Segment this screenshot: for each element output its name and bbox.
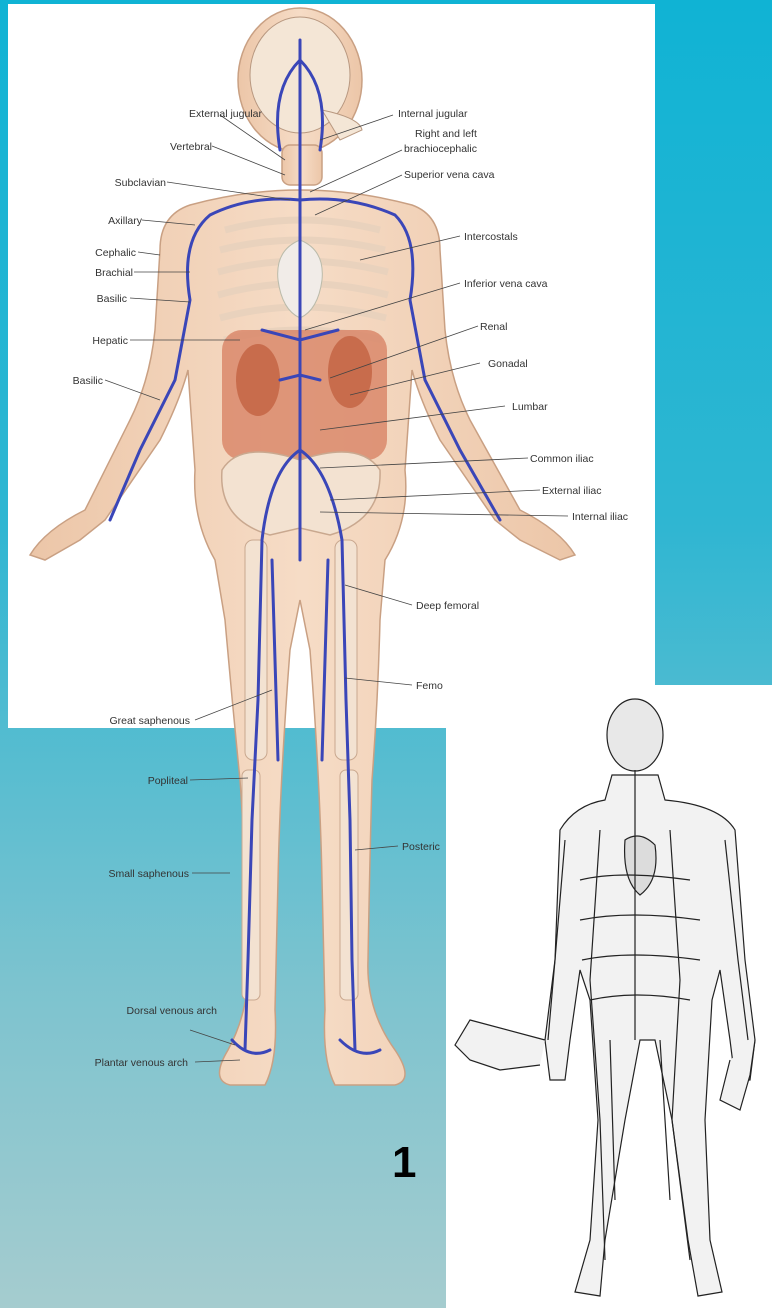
label-internal-iliac: Internal iliac — [572, 511, 628, 523]
label-inferior-vena-cava: Inferior vena cava — [464, 278, 548, 290]
page-number: 1 — [392, 1138, 416, 1188]
label-plantar-venous-arch: Plantar venous arch — [95, 1057, 189, 1069]
label-right-and-left: Right and left — [415, 128, 477, 140]
label-basilic-lower: Basilic — [73, 375, 103, 387]
label-axillary: Axillary — [108, 215, 143, 227]
label-posteric: Posteric — [402, 841, 440, 853]
label-cephalic: Cephalic — [95, 247, 136, 259]
label-deep-femoral: Deep femoral — [416, 600, 479, 612]
label-basilic-upper: Basilic — [97, 293, 127, 305]
label-brachial: Brachial — [95, 267, 133, 279]
label-vertebral: Vertebral — [170, 141, 212, 153]
label-lumbar: Lumbar — [512, 401, 548, 413]
label-brachiocephalic: brachiocephalic — [404, 143, 477, 155]
vascular-network-figure — [455, 699, 755, 1296]
label-femo: Femo — [416, 680, 443, 692]
label-subclavian: Subclavian — [115, 177, 167, 189]
label-hepatic: Hepatic — [92, 335, 128, 347]
label-dorsal-venous-arch: Dorsal venous arch — [127, 1005, 218, 1017]
label-small-saphenous: Small saphenous — [108, 868, 189, 880]
label-superior-vena-cava: Superior vena cava — [404, 169, 495, 181]
label-external-jugular: External jugular — [189, 108, 262, 120]
label-intercostals: Intercostals — [464, 231, 518, 243]
label-gonadal: Gonadal — [488, 358, 528, 370]
label-external-iliac: External iliac — [542, 485, 602, 497]
label-internal-jugular: Internal jugular — [398, 108, 468, 120]
label-renal: Renal — [480, 321, 507, 333]
label-common-iliac: Common iliac — [530, 453, 594, 465]
label-popliteal: Popliteal — [148, 775, 188, 787]
label-great-saphenous: Great saphenous — [109, 715, 190, 727]
